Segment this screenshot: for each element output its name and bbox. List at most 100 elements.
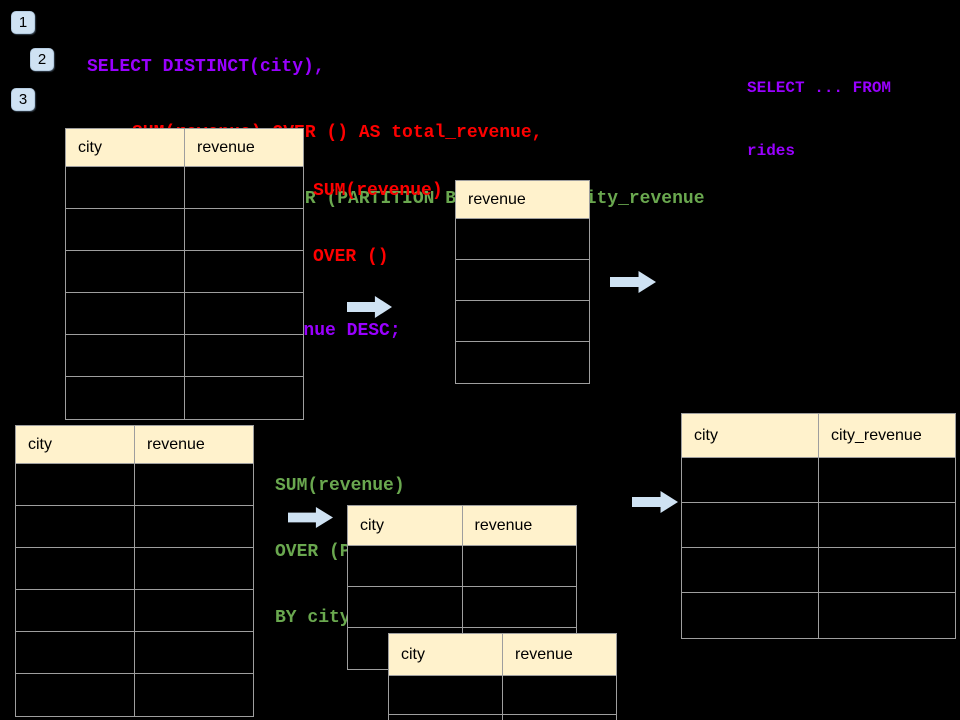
table-row xyxy=(456,260,589,301)
table-row xyxy=(682,593,955,638)
table-cell xyxy=(462,587,576,628)
sql-line-select: SELECT DISTINCT(city), xyxy=(87,57,325,77)
annotation-total-revenue: SUM(revenue) OVER () xyxy=(313,136,443,312)
table-cell xyxy=(16,464,135,506)
table-cell xyxy=(456,219,589,260)
column-header: city_revenue xyxy=(819,414,955,458)
column-header: revenue xyxy=(456,181,589,219)
column-header: revenue xyxy=(462,506,576,546)
side-note-line2: rides xyxy=(747,142,796,160)
table-cell xyxy=(348,546,463,587)
table-cell xyxy=(66,251,185,293)
table-row xyxy=(66,377,303,419)
table-cell xyxy=(135,464,253,506)
table-cell xyxy=(66,293,185,335)
table-row xyxy=(66,335,303,377)
annotation-total-line1: SUM(revenue) xyxy=(313,181,443,201)
table-cell xyxy=(682,503,819,548)
table-cell xyxy=(819,458,955,503)
table-row xyxy=(456,219,589,260)
table-cell xyxy=(682,593,819,638)
table-cell xyxy=(135,548,253,590)
table-cell xyxy=(185,209,303,251)
table-cell xyxy=(16,548,135,590)
column-header: city xyxy=(348,506,463,546)
step-badge-3: 3 xyxy=(11,88,35,111)
table-row xyxy=(682,548,955,593)
column-header: city xyxy=(682,414,819,458)
table-cell xyxy=(185,335,303,377)
table-cell xyxy=(503,676,616,715)
table-cell xyxy=(66,377,185,419)
table-row xyxy=(16,632,253,674)
table-row xyxy=(456,301,589,342)
step-badge-1: 1 xyxy=(11,11,35,34)
table-cell xyxy=(389,676,503,715)
table-row xyxy=(16,548,253,590)
table-row xyxy=(66,209,303,251)
annotation-total-line2: OVER () xyxy=(313,247,389,267)
table-cell xyxy=(66,335,185,377)
table-cell xyxy=(456,260,589,301)
table-row xyxy=(16,506,253,548)
table-row xyxy=(16,590,253,632)
table-cell xyxy=(456,342,589,383)
table-row xyxy=(389,715,616,720)
side-note-line1: SELECT ... FROM xyxy=(747,79,892,97)
table-cell xyxy=(185,377,303,419)
table-cell xyxy=(389,715,503,720)
table-cell xyxy=(185,293,303,335)
table-row xyxy=(66,293,303,335)
side-note-code: SELECT ... FROM rides xyxy=(747,36,891,204)
table-cell xyxy=(503,715,616,720)
table-cell xyxy=(462,546,576,587)
table-cell xyxy=(16,632,135,674)
table-row xyxy=(66,167,303,209)
table-cell xyxy=(135,632,253,674)
column-header: revenue xyxy=(135,426,253,464)
step-badge-2: 2 xyxy=(30,48,54,71)
column-header: city xyxy=(66,129,185,167)
table-cell xyxy=(16,674,135,716)
table-cell xyxy=(66,209,185,251)
table-row xyxy=(682,503,955,548)
column-header: city xyxy=(16,426,135,464)
table-row xyxy=(348,546,576,587)
table-cell xyxy=(16,506,135,548)
column-header: revenue xyxy=(185,129,303,167)
table-header-row: revenue xyxy=(456,181,589,219)
table-cell xyxy=(185,251,303,293)
table-cell xyxy=(819,548,955,593)
table-cell xyxy=(456,301,589,342)
table-row xyxy=(348,587,576,628)
column-header: revenue xyxy=(503,634,616,676)
table-cell xyxy=(135,674,253,716)
table-cell xyxy=(682,548,819,593)
arrow-partition-result-icon xyxy=(632,491,678,513)
table-cell xyxy=(682,458,819,503)
table-cell xyxy=(819,503,955,548)
table-row xyxy=(16,464,253,506)
table-revenue-only: revenue xyxy=(455,180,590,384)
table-row xyxy=(456,342,589,383)
table-cell xyxy=(135,590,253,632)
table-cell xyxy=(16,590,135,632)
annotation-partition-line1: SUM(revenue) xyxy=(275,476,405,496)
table-cell xyxy=(135,506,253,548)
table-row xyxy=(682,458,955,503)
table-row xyxy=(66,251,303,293)
column-header: city xyxy=(389,634,503,676)
table-cell xyxy=(185,167,303,209)
table-row xyxy=(16,674,253,716)
table-cell xyxy=(819,593,955,638)
table-cell xyxy=(66,167,185,209)
